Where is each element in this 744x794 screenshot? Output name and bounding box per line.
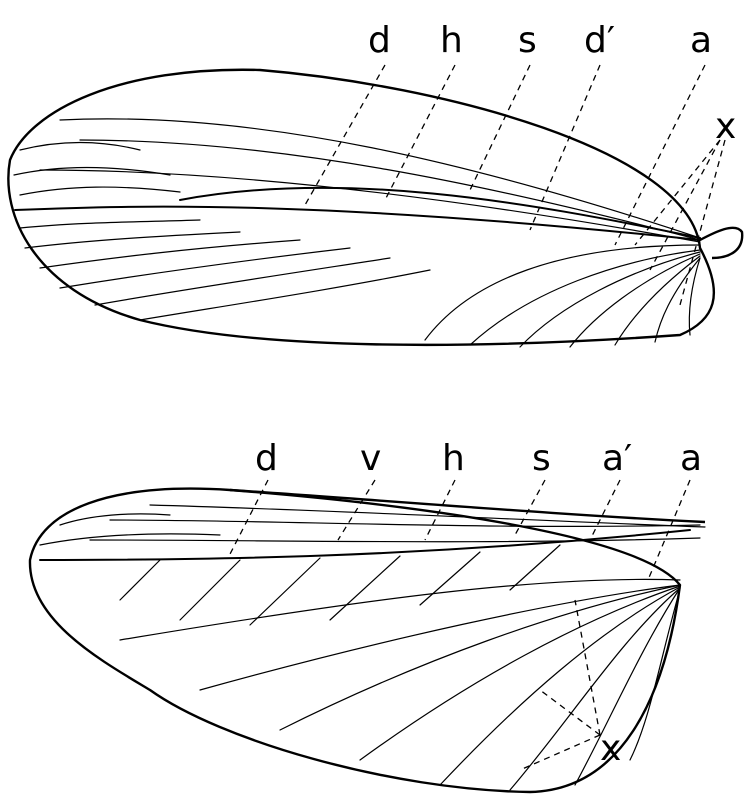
upper-vein-d	[15, 207, 700, 240]
upper-wing-base	[700, 228, 742, 258]
upper-label-h: h	[440, 20, 463, 61]
lower-label-v: v	[360, 438, 381, 479]
lower-cross-veins	[120, 545, 560, 625]
upper-label-a: a	[690, 20, 712, 61]
upper-label-x: x	[715, 106, 736, 147]
lower-label-a-prime: a′	[602, 438, 632, 479]
lower-label-h: h	[442, 438, 465, 479]
lower-label-x: x	[600, 728, 621, 769]
upper-vein-costal-1	[60, 119, 700, 238]
upper-vein-d-prime	[425, 245, 700, 340]
lower-vein-s	[150, 505, 705, 527]
lower-label-a: a	[680, 438, 702, 479]
upper-leader-lines	[305, 65, 725, 305]
upper-wing: d h s d′ a x	[8, 20, 742, 347]
upper-apical-veinlets	[14, 143, 430, 321]
upper-anal-fan	[470, 250, 700, 347]
lower-label-d: d	[255, 438, 278, 479]
upper-label-s: s	[518, 20, 537, 61]
upper-label-d-prime: d′	[584, 20, 615, 61]
lower-wing-outline	[30, 489, 680, 792]
lower-wing: d v h s a′ a x	[30, 438, 705, 792]
upper-label-d: d	[368, 20, 391, 61]
lower-anal-fan	[120, 579, 680, 790]
lower-label-s: s	[532, 438, 551, 479]
